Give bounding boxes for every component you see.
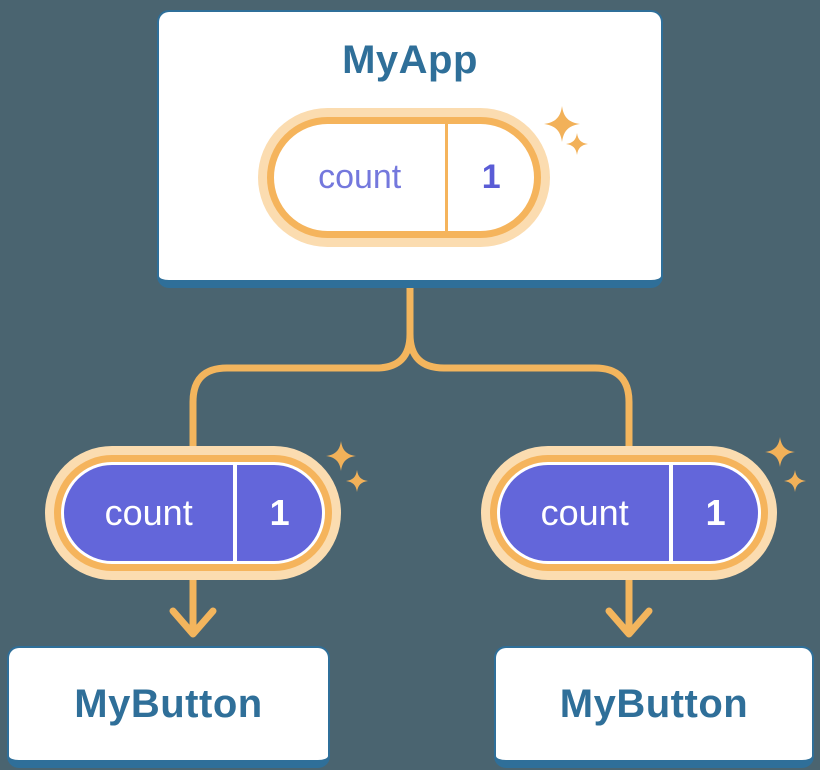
sparkle-icon	[326, 441, 356, 471]
state-pill-fill: count 1	[500, 465, 758, 561]
state-value: 1	[269, 492, 290, 533]
branch-left-line	[189, 288, 414, 452]
sparkle-icon	[784, 470, 806, 492]
sparkle-icon	[566, 133, 588, 155]
sparkle-icon	[544, 106, 580, 142]
state-pill-root: count 1	[267, 117, 541, 238]
state-pill-child-right: count 1	[490, 455, 768, 571]
sparkle-icon	[765, 437, 795, 467]
component-title: MyApp	[342, 38, 478, 82]
state-name: count	[274, 124, 449, 231]
component-title: MyButton	[559, 681, 749, 726]
arrow-down-icon	[169, 572, 217, 638]
state-pill-fill: count 1	[64, 465, 322, 561]
arrow-down-icon	[605, 572, 653, 638]
state-name: count	[500, 465, 674, 561]
state-value: 1	[481, 158, 501, 196]
state-name: count	[64, 465, 238, 561]
component-card-mybutton-right: MyButton	[494, 646, 814, 768]
component-title: MyButton	[74, 681, 263, 726]
state-pill-child-left: count 1	[54, 455, 332, 571]
component-card-mybutton-left: MyButton	[7, 646, 330, 768]
state-value: 1	[705, 492, 726, 533]
branch-right-line	[406, 288, 633, 452]
sparkle-icon	[346, 470, 368, 492]
